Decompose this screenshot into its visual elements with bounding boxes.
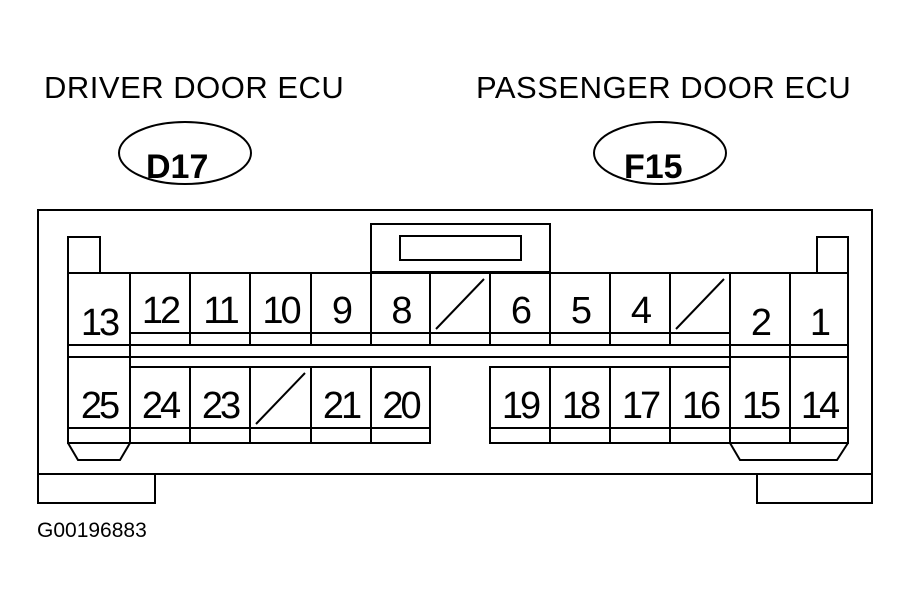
pin-number: 15	[742, 385, 780, 427]
pin-number: 4	[631, 290, 652, 332]
passenger-code-badge	[593, 121, 727, 185]
pin-number: 25	[81, 385, 119, 427]
left-foot-tab	[37, 473, 156, 504]
empty-cavity-slash	[255, 372, 306, 425]
pin-number: 17	[622, 385, 660, 427]
latch-slot	[399, 235, 522, 261]
pin-number: 8	[391, 290, 411, 332]
pin-number: 16	[682, 385, 720, 427]
pin-number: 19	[502, 385, 540, 427]
pin-number: 21	[323, 385, 361, 427]
passenger-door-ecu-title: PASSENGER DOOR ECU	[476, 70, 852, 105]
pin-number: 9	[332, 290, 352, 332]
right-guide	[816, 236, 849, 274]
pin-number: 20	[382, 385, 420, 427]
pin-number: 10	[262, 290, 300, 332]
empty-cavity-slash	[435, 278, 485, 330]
empty-cavity-slash	[675, 278, 725, 330]
left-guide	[67, 236, 101, 274]
driver-door-ecu-title: DRIVER DOOR ECU	[44, 70, 345, 105]
connector-housing	[37, 209, 873, 475]
bottom-row-cavity	[249, 366, 312, 444]
pin-number: 1	[810, 302, 830, 344]
bottom-row-cavity	[789, 356, 849, 444]
right-foot-tab	[756, 473, 873, 504]
pin-number: 18	[562, 385, 600, 427]
connector-latch	[370, 223, 551, 273]
pin-number: 2	[751, 302, 771, 344]
pin-number: 14	[801, 385, 840, 427]
right-bottom-chamfer	[729, 442, 849, 461]
left-bottom-chamfer	[67, 442, 131, 461]
pin-number: 13	[81, 302, 119, 344]
driver-connector-code: D17	[146, 148, 209, 186]
top-row-cavity	[669, 272, 731, 346]
pin-number: 23	[202, 385, 240, 427]
pin-number: 24	[142, 385, 181, 427]
top-row-cavity	[429, 272, 491, 346]
bottom-row-cavity	[370, 366, 431, 444]
passenger-connector-code: F15	[624, 148, 683, 186]
driver-code-badge	[118, 121, 252, 185]
pin-number: 12	[142, 290, 180, 332]
figure-id: G00196883	[37, 519, 147, 542]
pin-number: 6	[511, 290, 531, 332]
pin-number: 5	[571, 290, 591, 332]
pin-number: 11	[203, 290, 238, 332]
